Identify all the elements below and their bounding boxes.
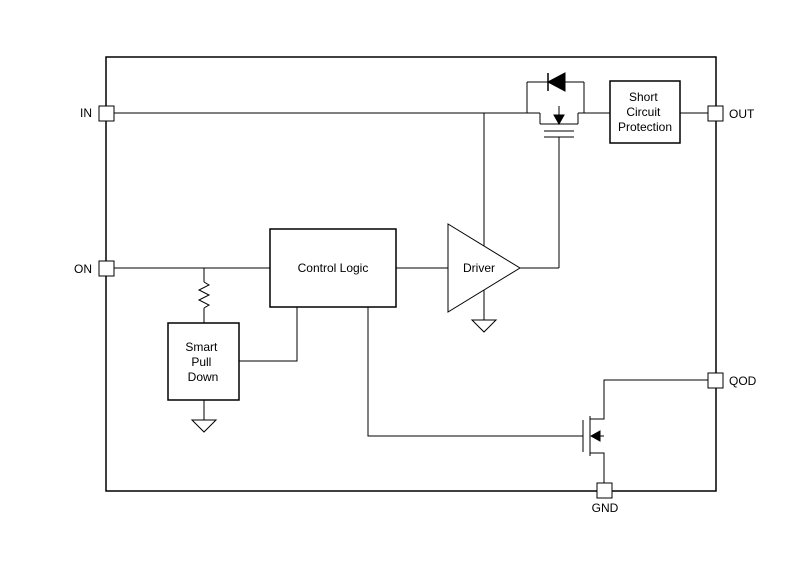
pin-out [707, 105, 724, 122]
wiring [114, 81, 708, 483]
short-circuit-line-3: Protection [618, 120, 672, 134]
pin-in [98, 105, 115, 122]
short-circuit-protection-block [609, 80, 681, 144]
short-circuit-line-1: Short [629, 90, 658, 104]
smart-pull-down-line-1: Smart [185, 340, 218, 354]
short-circuit-label: Short Circuit Protection [618, 90, 672, 134]
driver-block [447, 223, 521, 313]
pin-gnd-label: GND [592, 501, 619, 515]
pin-out-label: OUT [729, 107, 755, 121]
smart-pull-down-line-3: Down [188, 370, 219, 384]
pin-in-label: IN [80, 106, 92, 120]
smart-pull-down-line-2: Pull [191, 355, 211, 369]
ground-icon-pulldown [190, 419, 218, 433]
pin-on-label: ON [74, 262, 92, 276]
driver-label: Driver [463, 261, 495, 275]
fet-arrow-icon [553, 114, 565, 126]
pin-qod-label: QOD [729, 374, 757, 388]
ground-icon-driver [470, 319, 498, 333]
short-circuit-line-2: Circuit [626, 105, 661, 119]
control-logic-label: Control Logic [298, 261, 369, 275]
body-diode-icon [546, 72, 566, 92]
smart-pull-down-block [167, 322, 240, 401]
control-logic-block [269, 228, 397, 308]
pin-on [98, 260, 115, 277]
qod-fet-arrow-icon [589, 430, 601, 442]
pin-qod [707, 372, 724, 389]
pin-gnd [596, 482, 613, 499]
smart-pull-down-label: Smart Pull Down [185, 340, 220, 384]
